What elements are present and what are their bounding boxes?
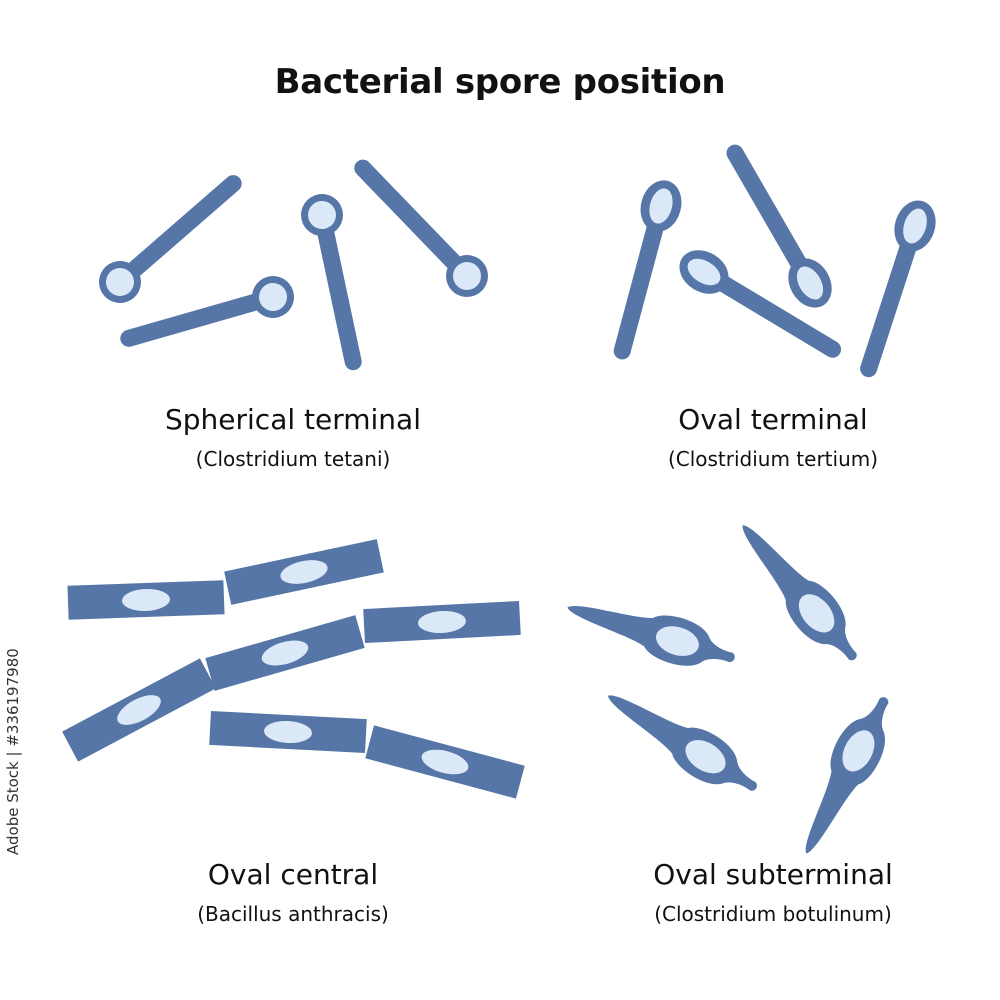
oval-subterminal-cells — [560, 510, 907, 864]
panel-name: Oval terminal — [678, 403, 868, 436]
stock-id-label: Adobe Stock | #336197980 — [4, 648, 22, 855]
bacterium-rod — [560, 585, 742, 681]
panel-name: Oval central — [207, 858, 379, 891]
bacterium-rod — [205, 615, 365, 691]
bacterium-rod — [224, 539, 384, 605]
bacterium-rod — [67, 580, 225, 620]
bacterium-rod — [785, 687, 907, 864]
oval-central-cells — [62, 539, 525, 799]
page-title: Bacterial spore position — [274, 62, 726, 102]
panel-name: Oval subterminal — [653, 858, 893, 891]
bacterium-rod — [62, 658, 216, 762]
bacterium-rod — [123, 271, 299, 359]
panel-oval-terminal: Oval terminal (Clostridium tertium) — [563, 402, 983, 474]
panel-species: (Bacillus anthracis) — [197, 902, 389, 926]
bacterium-rod — [209, 710, 367, 754]
oval-terminal-cells — [603, 143, 942, 375]
bacterium-rod — [348, 154, 497, 306]
panel-spherical-terminal: Spherical terminal (Clostridium tetani) — [83, 402, 503, 474]
panel-species: (Clostridium tertium) — [667, 447, 879, 471]
panel-oval-subterminal: Oval subterminal (Clostridium botulinum) — [563, 857, 983, 929]
bacterium-rod — [363, 600, 521, 644]
bacterium-rod — [365, 725, 525, 799]
bacterium-rod — [850, 195, 942, 375]
panel-oval-central: Oval central (Bacillus anthracis) — [83, 857, 503, 929]
spherical-terminal-cells — [90, 154, 496, 367]
bacterium-rod — [90, 168, 247, 312]
bacterium-rod — [603, 176, 687, 356]
bacterium-rod — [297, 190, 374, 366]
bacterium-rod — [724, 510, 873, 675]
panel-species: (Clostridium botulinum) — [654, 902, 892, 926]
panel-name: Spherical terminal — [164, 403, 421, 436]
bacterium-rod — [595, 676, 769, 809]
panel-species: (Clostridium tetani) — [195, 447, 391, 471]
